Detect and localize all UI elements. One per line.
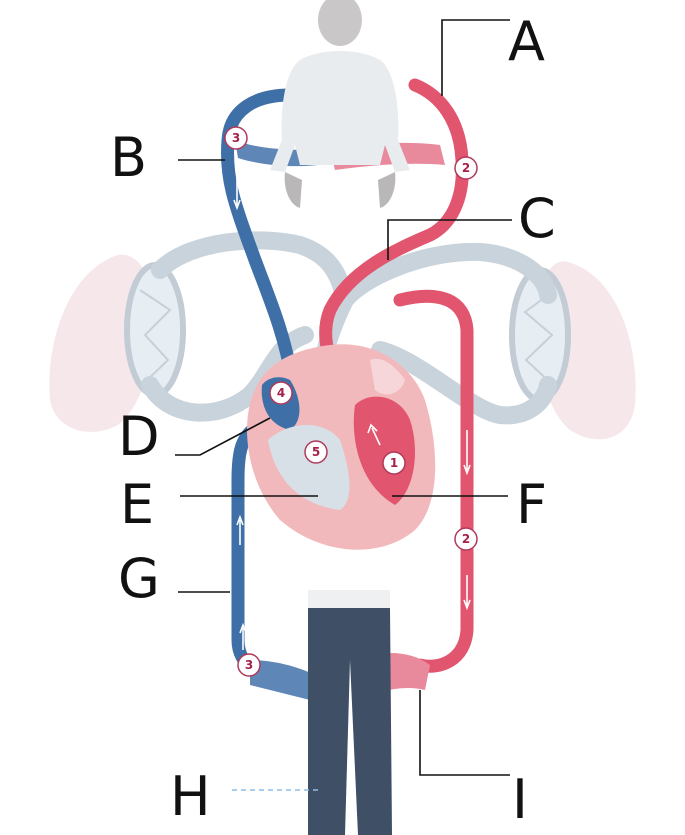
label-h: H <box>170 765 211 828</box>
svg-text:3: 3 <box>245 658 253 672</box>
right-ventricle-chamber <box>268 425 350 510</box>
waist <box>308 590 390 608</box>
label-d: D <box>118 405 160 468</box>
markers: 3 2 4 5 1 2 3 <box>224 126 478 677</box>
marker-left-ventricle: 1 <box>382 451 406 475</box>
leader-d <box>175 417 271 456</box>
svg-text:4: 4 <box>277 386 285 400</box>
svg-text:2: 2 <box>462 161 470 175</box>
marker-lower-vein: 3 <box>237 653 261 677</box>
label-b: B <box>110 126 147 189</box>
heart <box>247 344 436 550</box>
label-e: E <box>120 473 154 536</box>
left-atrium-chamber <box>370 358 405 395</box>
lungs <box>49 254 636 440</box>
svg-text:3: 3 <box>232 131 240 145</box>
svg-text:5: 5 <box>312 445 320 459</box>
svg-text:2: 2 <box>462 532 470 546</box>
label-g: G <box>118 547 160 610</box>
left-lung-capillaries <box>124 262 186 398</box>
right-hand <box>378 172 396 208</box>
left-ventricle-chamber <box>353 396 415 505</box>
label-i: I <box>512 768 528 831</box>
leader-i <box>419 690 510 776</box>
label-f: F <box>516 473 547 536</box>
flow-arrows <box>233 175 471 650</box>
label-a: A <box>508 10 545 73</box>
head <box>318 0 362 46</box>
leader-a <box>441 19 510 96</box>
jeans <box>308 608 392 835</box>
letter-labels: A B C D E F G H I <box>110 10 556 831</box>
upper-body-figure <box>270 0 410 208</box>
marker-upper-artery: 2 <box>454 156 478 180</box>
marker-upper-vein: 3 <box>224 126 248 150</box>
marker-right-ventricle: 5 <box>304 440 328 464</box>
marker-right-atrium: 4 <box>269 381 293 405</box>
leader-c <box>387 219 512 260</box>
label-c: C <box>518 187 556 250</box>
left-hand <box>284 172 302 208</box>
marker-aorta-down: 2 <box>454 527 478 551</box>
leader-lines <box>175 19 512 791</box>
pulmonary-vessels <box>141 231 557 429</box>
lower-body-figure <box>308 590 392 835</box>
torso-shirt <box>270 51 410 172</box>
svg-text:1: 1 <box>390 456 398 470</box>
